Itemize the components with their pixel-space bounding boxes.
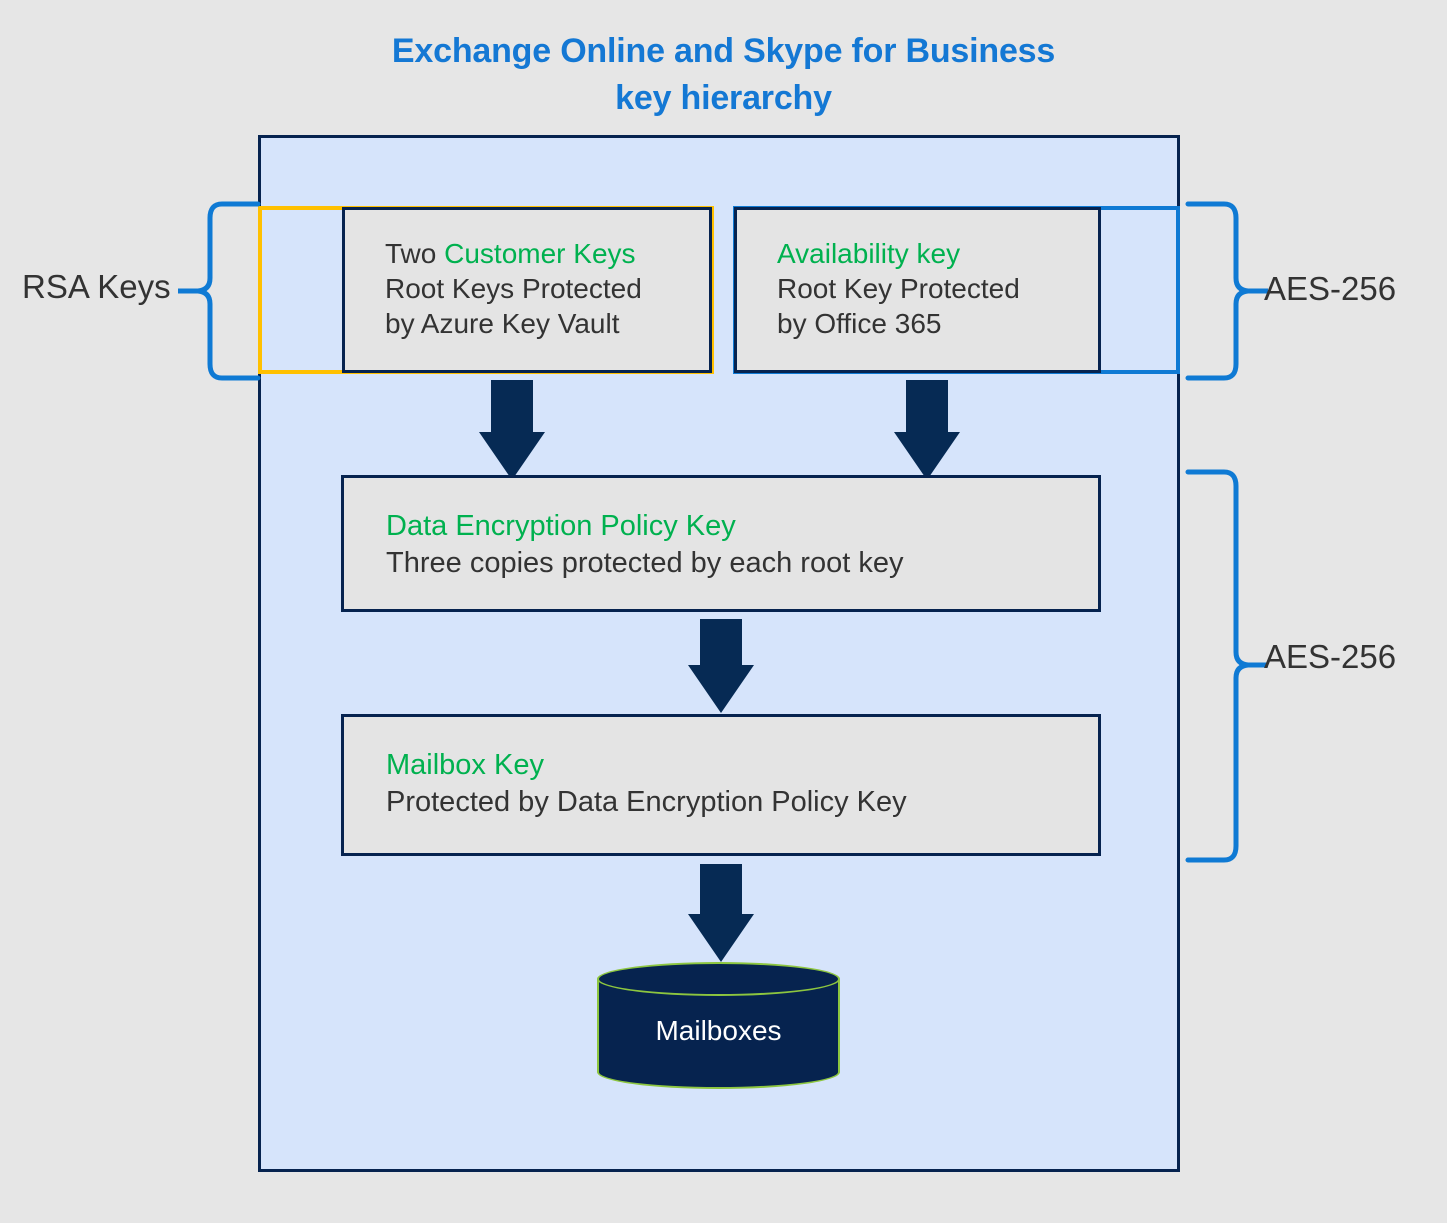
- box-customer-keys-line-3: by Azure Key Vault: [385, 308, 620, 339]
- label-rsa-keys: RSA Keys: [22, 268, 171, 305]
- box-customer-keys-line-2: Root Keys Protected: [385, 273, 642, 304]
- page-title-line-1: Exchange Online and Skype for Business: [391, 32, 1056, 70]
- aes-256-bottom-brace: [1185, 469, 1268, 863]
- page-title: Exchange Online and Skype for Business k…: [0, 28, 1447, 122]
- aes-256-top-brace: [1185, 201, 1268, 381]
- box-customer-keys-highlight: Customer Keys: [444, 238, 636, 269]
- datastore-label: Mailboxes: [655, 1015, 782, 1046]
- datastore-mailboxes[interactable]: Mailboxes: [597, 962, 840, 1089]
- rsa-keys-brace: [178, 201, 261, 381]
- box-mailbox-key-line-1: Mailbox Key: [386, 749, 544, 781]
- box-availability-key-line-3: by Office 365: [777, 308, 942, 339]
- box-data-encryption-policy-key[interactable]: Data Encryption Policy Key Three copies …: [341, 475, 1101, 612]
- box-dep-key-line-1: Data Encryption Policy Key: [386, 510, 736, 542]
- page-title-line-2: key hierarchy: [615, 79, 832, 117]
- box-mailbox-key[interactable]: Mailbox Key Protected by Data Encryption…: [341, 714, 1101, 856]
- label-aes-256-top: AES-256: [1264, 270, 1397, 307]
- box-customer-keys-line-1: Two Customer Keys: [385, 236, 709, 271]
- box-dep-key-line-2: Three copies protected by each root key: [386, 547, 904, 579]
- box-availability-key[interactable]: Availability key Root Key Protected by O…: [734, 207, 1101, 373]
- cylinder-top-ellipse: [597, 962, 840, 996]
- box-availability-key-line-1: Availability key: [777, 238, 961, 269]
- label-aes-256-bottom: AES-256: [1264, 638, 1397, 675]
- box-customer-keys-prefix: Two: [385, 238, 445, 269]
- box-availability-key-line-2: Root Key Protected: [777, 273, 1020, 304]
- box-mailbox-key-line-2: Protected by Data Encryption Policy Key: [386, 786, 907, 818]
- box-customer-keys[interactable]: Two Customer Keys Root Keys Protected by…: [342, 207, 712, 373]
